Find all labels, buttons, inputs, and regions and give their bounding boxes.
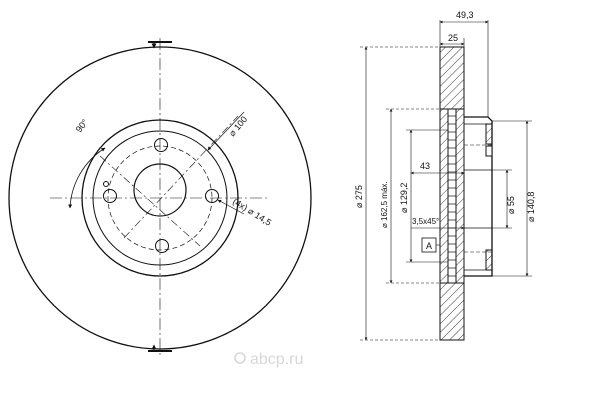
width-disc-label: 25 (448, 33, 458, 43)
vane-ribs (448, 115, 456, 277)
small-hole (103, 181, 109, 187)
hat-flange-hatch-2 (485, 249, 493, 271)
watermark: abcp.ru (234, 351, 303, 368)
reference-label: A (426, 241, 432, 251)
diam-hub-label: ⌀ 140,8 (526, 192, 536, 222)
bolt-hole-top (154, 138, 168, 152)
bolt-hole-left (103, 189, 117, 203)
holes-leader (217, 199, 245, 215)
angle-arc (68, 147, 106, 209)
bolt-hole-bottom (155, 239, 169, 253)
hat-depth-label: 43 (420, 161, 430, 171)
angle-label: 90° (74, 117, 91, 134)
diam-bolt-side-label: ⌀ 129,2 (399, 183, 409, 213)
flange-hole (485, 145, 493, 157)
section-dimensions (360, 20, 532, 341)
diam-outer-label: ⌀ 275 (354, 185, 364, 208)
centerline-diagonal-1 (123, 115, 239, 239)
diam-center-label: ⌀ 55 (506, 196, 516, 214)
watermark-logo-icon (234, 352, 246, 364)
vent-outer-right (455, 108, 465, 284)
vent-outer-left (439, 108, 449, 284)
hat-flange-hatch (485, 123, 493, 145)
chamfer-label: 3,5x45° (412, 217, 439, 226)
section-view (439, 46, 493, 341)
diam-friction-label: ⌀ 162,5 máx. (380, 181, 389, 228)
friction-ring-lower (439, 282, 465, 341)
centerline-diagonal-2 (99, 155, 201, 247)
watermark-text: abcp.ru (250, 351, 303, 368)
bolt-circle-leader (207, 111, 245, 151)
front-view (8, 38, 312, 358)
bolt-hole-right (205, 189, 219, 203)
friction-ring-upper (439, 46, 465, 110)
width-total-label: 49,3 (456, 10, 474, 20)
